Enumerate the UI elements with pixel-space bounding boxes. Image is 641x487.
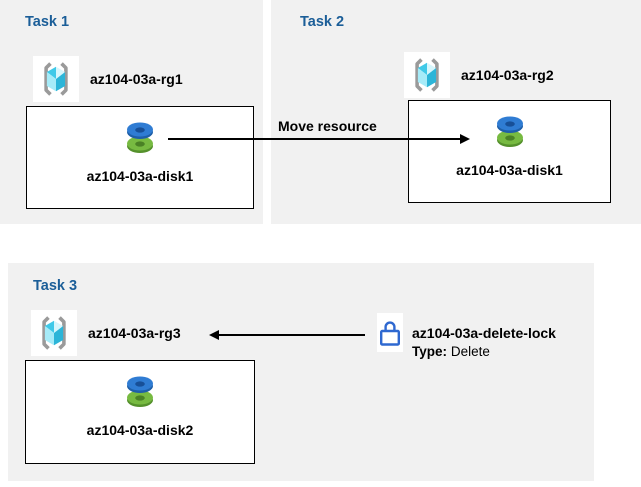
lock-type-key: Type: (412, 344, 448, 359)
task3-rg-label: az104-03a-rg3 (88, 325, 181, 341)
move-arrow-head-icon (460, 133, 470, 144)
move-resource-label: Move resource (278, 118, 377, 134)
move-arrow-line (168, 138, 460, 140)
task3-resource-box: az104-03a-disk2 (25, 360, 255, 464)
lock-type-value: Delete (450, 344, 490, 359)
lock-icon (377, 313, 403, 352)
lock-type-label: Type: Delete (412, 342, 490, 361)
lock-name-label: az104-03a-delete-lock (412, 325, 556, 341)
disk-icon (122, 120, 158, 159)
disk-icon (122, 374, 158, 413)
task1-rg-label: az104-03a-rg1 (90, 71, 183, 87)
resource-group-icon (404, 52, 450, 98)
task3-title: Task 3 (33, 278, 78, 294)
task1-resource-group: az104-03a-rg1 (33, 56, 183, 102)
task3-resource-group: az104-03a-rg3 (31, 310, 181, 356)
resource-group-icon (31, 310, 77, 356)
lock-arrow-head-icon (209, 329, 219, 340)
task2-disk-label: az104-03a-disk1 (456, 162, 563, 178)
task1-resource-box: az104-03a-disk1 (26, 106, 254, 209)
disk-icon (492, 114, 528, 153)
task2-resource-box: az104-03a-disk1 (408, 100, 611, 203)
task2-resource-group: az104-03a-rg2 (404, 52, 554, 98)
task1-title: Task 1 (25, 14, 70, 30)
task2-rg-label: az104-03a-rg2 (461, 67, 554, 83)
lock-arrow-line (218, 334, 365, 336)
task2-title: Task 2 (300, 14, 345, 30)
task3-disk-label: az104-03a-disk2 (86, 422, 194, 438)
task1-disk-label: az104-03a-disk1 (86, 168, 194, 184)
resource-group-icon (33, 56, 79, 102)
